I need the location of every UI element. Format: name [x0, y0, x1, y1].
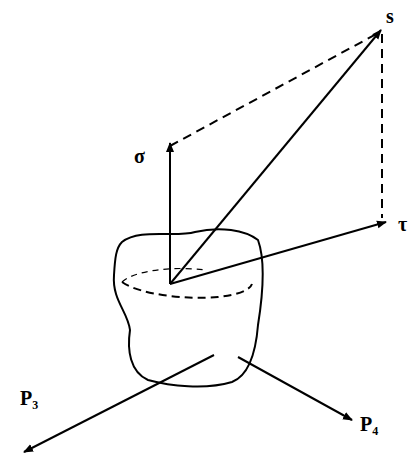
normal-stress-label: σ: [134, 146, 145, 166]
normal-stress-arrow: [169, 143, 171, 284]
section-curve: [122, 282, 252, 298]
section-curve-back: [122, 269, 205, 283]
force-label: P₄: [360, 414, 378, 434]
stress-vector-label: s: [386, 6, 394, 26]
shear-stress-arrow: [170, 222, 386, 284]
force-label: P₃: [20, 388, 38, 408]
body-outline: [114, 229, 263, 386]
shear-stress-label: τ: [398, 214, 407, 234]
force-arrow: [24, 355, 214, 452]
construction-line: [381, 34, 383, 218]
stress-vector-arrow: [170, 30, 381, 284]
construction-line: [170, 32, 380, 146]
force-arrow: [238, 357, 352, 420]
